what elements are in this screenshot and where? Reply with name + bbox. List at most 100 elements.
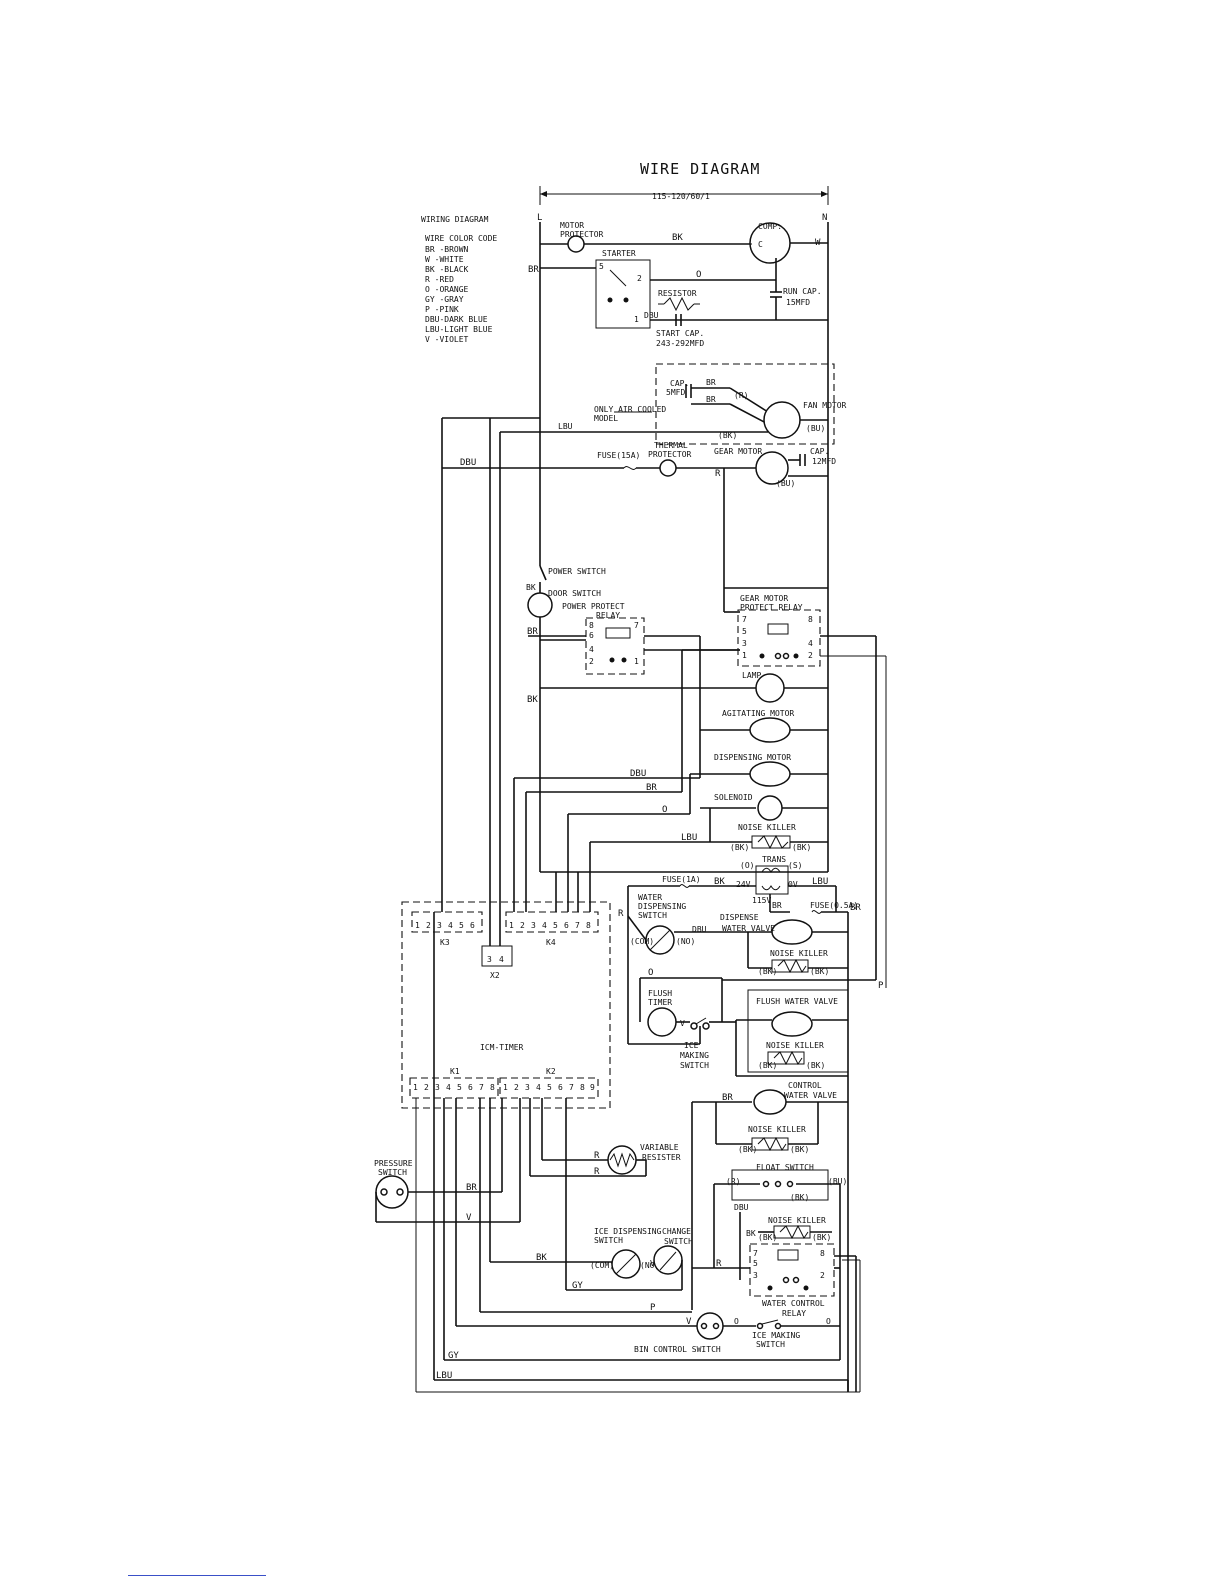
wire-label-dbu: DBU [460,458,476,468]
x2-pin: 3 [487,955,492,964]
gear-cap-label: 12MFD [812,457,836,466]
fan-bk-label: (BK) [718,431,737,440]
trans-label: TRANS [762,855,786,864]
variable-resister-symbol [607,1145,637,1175]
flush-water-valve-symbol [771,1011,813,1037]
control-water-valve-symbol [753,1089,787,1115]
k1-pin: 3 [435,1083,440,1092]
wire-label-dbu: DBU [630,769,646,779]
x2-pin: 4 [499,955,504,964]
noise-killer-label: NOISE KILLER [766,1041,824,1050]
wire-label-br: BR [722,1093,733,1103]
k3-pin: 4 [448,921,453,930]
wire-label-br: BR [706,378,716,387]
wire-label-bk-c: (BK) [758,967,777,976]
supply-dimension: 115-120/60/1 L N [537,186,829,223]
wire-label-bk-c: (BK) [738,1145,757,1154]
float-switch-box [731,1169,829,1201]
wire-label-v: V [466,1213,472,1223]
power-relay-pin: 1 [634,657,639,666]
k3-pin: 3 [437,921,442,930]
gear-relay-pin: 8 [808,615,813,624]
water-dispensing-switch-label: WATER [638,893,662,902]
supply-voltage: 115-120/60/1 [652,192,710,201]
run-cap-label: RUN CAP. [783,287,822,296]
water-relay-pin: 8 [820,1249,825,1258]
main-bus [539,222,829,872]
wire-label-br: BR [850,903,861,913]
starter-pin: 5 [599,262,604,271]
thermal-protector-symbol [659,459,677,477]
noise-killer-label: NOISE KILLER [770,949,828,958]
wire-label-lbu: LBU [812,877,828,887]
air-cooled-label: ONLY AIR COOLED [594,405,666,414]
motor-protector-label: MOTOR [560,221,584,230]
k4-pin: 7 [575,921,580,930]
wire-label-o: O [662,805,667,815]
fan-bu-label: (BU) [806,424,825,433]
k4-pins: 1 2 3 4 5 6 7 8 [509,921,591,930]
k2-pin: 8 [580,1083,585,1092]
k4-pin: 1 [509,921,514,930]
change-switch-symbol [653,1245,683,1275]
ice-dispensing-switch-label: SWITCH [594,1236,623,1245]
k3-pin: 1 [415,921,420,930]
wds-no: (NO) [676,937,695,946]
dispensing-motor-label: DISPENSING MOTOR [714,753,791,762]
legend-item: R -RED [425,275,454,284]
wire-label-gy: GY [572,1281,583,1291]
k1-pin: 2 [424,1083,429,1092]
k1-pin: 5 [457,1083,462,1092]
wire-label-br: BR [527,627,538,637]
legend-item: V -VIOLET [425,335,469,344]
lamp-label: LAMP [742,671,761,680]
comp-label: COMP. [758,222,782,231]
gear-relay-pin: 3 [742,639,747,648]
power-protect-relay-box [585,617,645,675]
fuse-1a-label: FUSE(1A) [662,875,701,884]
wire-label-p: P [878,981,884,991]
wire-label-br: BR [646,783,657,793]
fan-cap-label: CAP. [670,379,689,388]
k2-pin: 2 [514,1083,519,1092]
wire-label-r: R [594,1167,600,1177]
wire-label-v: V [686,1317,692,1327]
power-switch-circuit: POWER SWITCH DOOR SWITCH BK POWER PROTEC… [526,565,740,872]
gear-motor-symbol [755,451,789,485]
wire-label-r: R [715,469,721,479]
water-relay-pin: 2 [820,1271,825,1280]
water-relay-label: RELAY [782,1309,806,1318]
gear-relay-pin: 5 [742,627,747,636]
footer-link-underline [128,1575,266,1576]
starter-pin: 1 [634,315,639,324]
wire-color-legend: WIRING DIAGRAM WIRE COLOR CODE BR -BROWN… [421,215,497,344]
ice-making-switch-2-label: ICE MAKING [752,1331,800,1340]
door-switch-label: DOOR SWITCH [548,589,601,598]
wds-com: (COM) [630,937,654,946]
air-cooled-boundary [655,363,835,445]
power-relay-pin: 2 [589,657,594,666]
compressor-circuit: MOTOR PROTECTOR BK COMP. C W STARTER 5 2… [528,221,828,348]
trans-0v: 0V [788,880,798,889]
k2-pin: 4 [536,1083,541,1092]
gear-relay-pin: 2 [808,651,813,660]
k4-pin: 3 [531,921,536,930]
gear-relay-pin: 1 [742,651,747,660]
start-cap-label: START CAP. [656,329,704,338]
k4-pin: 6 [564,921,569,930]
run-cap-label: 15MFD [786,298,810,307]
k1-pin: 8 [490,1083,495,1092]
pressure-switch-label: SWITCH [378,1168,407,1177]
legend-item: W -WHITE [425,255,464,264]
gear-bu-label: (BU) [776,479,795,488]
wire-label-br: BR [772,901,782,910]
k4-pin: 5 [553,921,558,930]
wire-label-r: R [716,1259,722,1269]
power-relay-pin: 6 [589,631,594,640]
wire-label-bk: BK [714,877,725,887]
ice-making-switch-2-label: SWITCH [756,1340,785,1349]
k4-pin: 8 [586,921,591,930]
power-relay-label: RELAY [596,611,620,620]
legend-heading: WIRING DIAGRAM [421,215,489,224]
loads-ladder: LAMP AGITATING MOTOR DISPENSING MOTOR SO… [540,671,828,852]
